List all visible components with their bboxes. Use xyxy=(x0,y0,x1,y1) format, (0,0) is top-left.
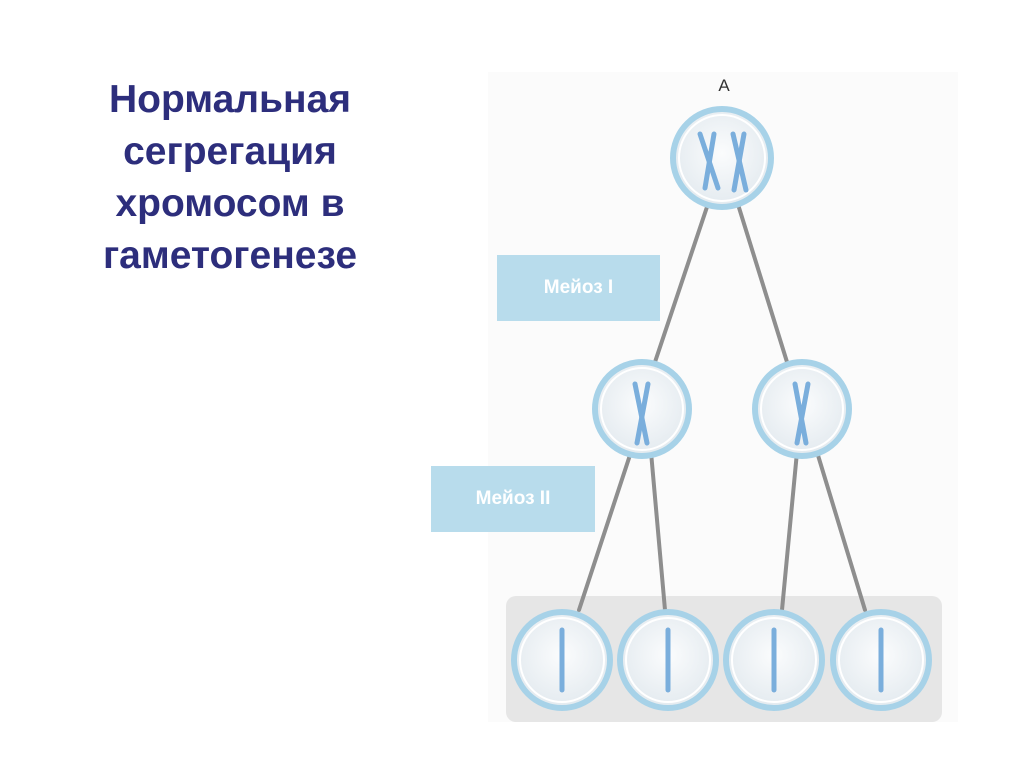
chromosome-pair xyxy=(697,131,749,193)
meiosis-1-label: Мейоз I xyxy=(497,255,660,321)
daughter-cell-left xyxy=(592,359,692,459)
connector-line xyxy=(653,196,712,364)
meiosis-2-label: Мейоз II xyxy=(431,466,595,532)
title-line: Нормальная xyxy=(108,78,352,121)
gamete-cell xyxy=(723,609,825,711)
daughter-cell-right xyxy=(752,359,852,459)
title-line: хромосом в xyxy=(115,182,345,225)
meiosis-1-text: Мейоз I xyxy=(543,277,614,298)
connector-line xyxy=(734,196,789,364)
chromosome xyxy=(632,381,651,446)
title-line: сегрегация xyxy=(123,130,337,173)
slide-title: Нормальная сегрегация хромосом в гаметог… xyxy=(60,74,400,282)
panel-letter: A xyxy=(718,76,730,95)
parent-cell xyxy=(670,106,774,210)
connector-lines xyxy=(577,196,867,612)
gamete-cell xyxy=(511,609,613,711)
gamete-cell xyxy=(830,609,932,711)
connector-line xyxy=(649,450,667,612)
connector-line xyxy=(577,450,633,612)
chromosome xyxy=(792,381,811,446)
connector-line xyxy=(780,450,799,612)
title-line: гаметогенезе xyxy=(102,234,358,277)
gamete-cell xyxy=(617,609,719,711)
connector-line xyxy=(815,450,867,612)
meiosis-2-text: Мейоз II xyxy=(475,488,551,509)
